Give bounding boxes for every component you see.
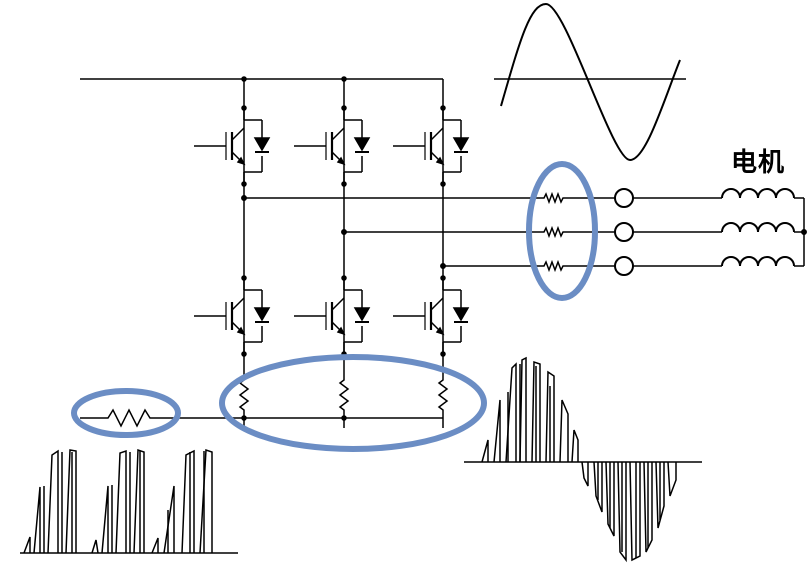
igbt-lower-c: [391, 276, 470, 356]
sine-wave: [500, 2, 681, 162]
phase-resistor-a: [540, 191, 567, 205]
phase-resistor-b: [540, 225, 567, 239]
terminal-c: [614, 256, 634, 276]
motor-winding-a: [721, 188, 795, 199]
highlight-leg-resistors: [219, 354, 487, 452]
terminal-b: [614, 222, 634, 242]
highlight-phase-resistors: [526, 161, 598, 301]
pwm-waveform-right: [464, 356, 702, 563]
igbt-lower-b: [292, 276, 371, 356]
motor-label: 电机: [731, 148, 786, 178]
igbt-upper-a: [192, 106, 271, 186]
phase-resistor-c: [540, 259, 567, 273]
motor-winding-b: [721, 222, 795, 233]
igbt-upper-c: [391, 106, 470, 186]
igbt-upper-b: [292, 106, 371, 186]
pwm-waveform-left: [20, 448, 238, 554]
dc-link-resistor: [100, 408, 155, 428]
terminal-a: [614, 188, 634, 208]
highlight-dc-link-resistor: [71, 388, 181, 438]
igbt-lower-a: [192, 276, 271, 356]
motor-winding-c: [721, 256, 795, 267]
